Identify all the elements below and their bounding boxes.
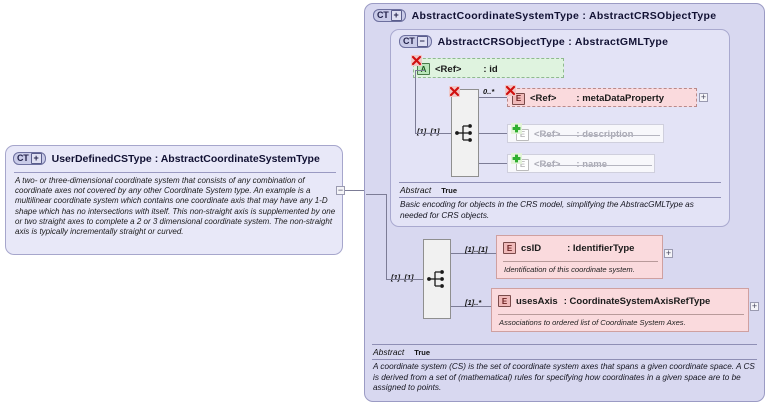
optional-add-icon[interactable] — [511, 121, 522, 134]
connector-horizontal — [415, 133, 451, 134]
sequence-compositor-inner[interactable] — [451, 89, 479, 177]
csid-documentation: Identification of this coordinate system… — [504, 265, 635, 274]
connector-branch-usesaxis — [451, 306, 496, 307]
metadataproperty-name-label: : metaDataProperty — [576, 93, 665, 104]
attribute-id-node[interactable]: A <Ref> : id — [413, 58, 564, 78]
sequence-compositor-icon — [427, 270, 444, 288]
prohibited-icon — [449, 86, 460, 97]
sequence-compositor-outer[interactable] — [423, 239, 451, 319]
element-usesaxis-node[interactable]: E usesAxis : CoordinateSystemAxisRefType… — [491, 288, 749, 332]
connector-branch-description — [479, 133, 507, 134]
element-icon: E — [498, 295, 511, 307]
element-description-node[interactable]: E <Ref> : description — [507, 124, 664, 143]
user-defined-cs-type-box[interactable]: CT + UserDefinedCSType : AbstractCoordin… — [5, 145, 343, 255]
left-box-documentation: A two- or three-dimensional coordinate s… — [15, 176, 336, 237]
disabled-strikethrough — [542, 165, 652, 166]
inner-abstract-row: Abstract True — [400, 185, 457, 195]
connector-branch-csid — [451, 253, 496, 254]
csid-cardinality: [1]..[1] — [465, 245, 488, 254]
connector-branch-metadataproperty — [479, 97, 507, 98]
attribute-ref-label: <Ref> — [435, 63, 462, 75]
connector-horizontal — [415, 70, 425, 71]
csid-separator — [503, 261, 658, 262]
outer-sequence-cardinality: [1]..[1] — [391, 273, 414, 282]
connector-vertical — [415, 70, 416, 133]
connector-left-to-outer — [345, 190, 365, 191]
complex-type-badge-text: CT — [377, 10, 389, 20]
usesaxis-name-label: usesAxis — [516, 295, 558, 307]
metadataproperty-ref-label: <Ref> — [530, 93, 557, 104]
inner-separator-bottom — [399, 197, 721, 198]
complex-type-icon[interactable]: CT + — [373, 9, 406, 22]
abstract-coordinate-system-type-panel[interactable]: CT + AbstractCoordinateSystemType : Abst… — [364, 3, 765, 402]
outer-separator-top — [372, 344, 757, 345]
connector-trunk-in — [366, 194, 387, 195]
prohibited-icon — [505, 85, 516, 96]
csid-type-label: : IdentifierType — [567, 242, 635, 254]
connector-trunk-vertical — [386, 194, 387, 279]
outer-abstract-row: Abstract True — [373, 347, 430, 357]
metadataproperty-expand-button[interactable]: + — [699, 92, 708, 102]
usesaxis-separator — [498, 314, 744, 315]
left-box-title: UserDefinedCSType : AbstractCoordinateSy… — [51, 152, 320, 165]
connector-trunk-to-sequence — [386, 279, 423, 280]
element-name-node[interactable]: E <Ref> : name — [507, 154, 655, 173]
inner-separator-top — [399, 182, 721, 183]
name-ref-label: <Ref> — [534, 159, 560, 170]
inner-abstract-value: True — [441, 186, 458, 195]
inner-type-title: AbstractCRSObjectType : AbstractGMLType — [437, 35, 669, 48]
disabled-strikethrough — [542, 135, 660, 136]
outer-documentation: A coordinate system (CS) is the set of c… — [373, 362, 755, 392]
sequence-compositor-icon — [455, 124, 472, 142]
abstract-crs-object-type-panel[interactable]: CT − AbstractCRSObjectType : AbstractGML… — [390, 29, 730, 227]
inner-documentation: Basic encoding for objects in the CRS mo… — [400, 200, 694, 220]
complex-type-badge-text: CT — [17, 153, 29, 163]
usesaxis-type-label: : CoordinateSystemAxisRefType — [563, 295, 711, 307]
outer-abstract-label: Abstract — [373, 347, 405, 357]
outer-abstract-value: True — [414, 348, 431, 357]
complex-type-icon[interactable]: CT − — [399, 35, 432, 48]
connector-branch-name — [479, 163, 507, 164]
attribute-icon: A — [417, 63, 430, 75]
complex-type-expand-state[interactable]: + — [30, 153, 42, 164]
left-box-collapse-button[interactable]: − — [336, 185, 345, 195]
complex-type-badge-text: CT — [403, 36, 415, 46]
attribute-name-label: : id — [483, 63, 498, 75]
description-name-label: : description — [576, 129, 633, 140]
metadataproperty-cardinality: 0..* — [483, 87, 495, 96]
complex-type-expand-state[interactable]: + — [390, 10, 402, 21]
left-box-separator — [14, 172, 336, 173]
description-ref-label: <Ref> — [534, 129, 560, 140]
csid-expand-button[interactable]: + — [664, 248, 673, 258]
usesaxis-cardinality: [1]..* — [465, 298, 482, 307]
outer-type-title: AbstractCoordinateSystemType : AbstractC… — [411, 9, 717, 22]
usesaxis-documentation: Associations to ordered list of Coordina… — [499, 318, 686, 327]
outer-separator-bottom — [372, 359, 757, 360]
optional-add-icon[interactable] — [511, 151, 522, 164]
inner-abstract-label: Abstract — [400, 185, 432, 195]
usesaxis-expand-button[interactable]: + — [750, 301, 759, 311]
element-csid-node[interactable]: E csID : IdentifierType Identification o… — [496, 235, 663, 279]
element-icon: E — [503, 242, 516, 254]
prohibited-icon — [411, 55, 422, 66]
complex-type-collapse-state[interactable]: − — [416, 36, 428, 47]
csid-name-label: csID — [521, 242, 542, 254]
sequence-cardinality-label: [1]..[1] — [417, 127, 440, 136]
complex-type-icon[interactable]: CT + — [13, 152, 46, 165]
name-name-label: : name — [576, 159, 607, 170]
element-metadataproperty-node[interactable]: E <Ref> : metaDataProperty — [507, 88, 697, 107]
